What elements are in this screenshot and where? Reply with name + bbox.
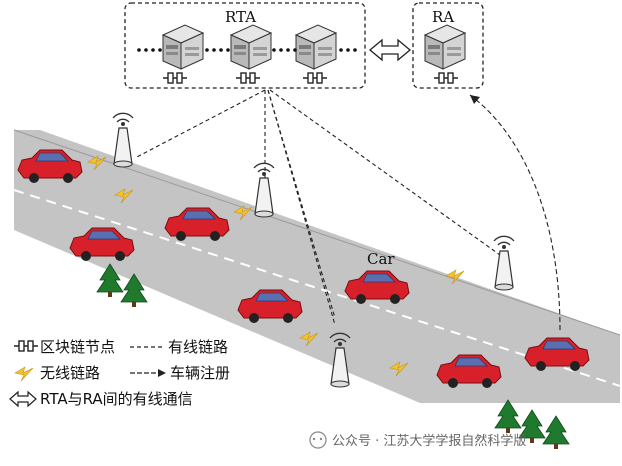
- blockchain-node-icon: [434, 73, 458, 83]
- blockchain-node-icon: [303, 73, 327, 83]
- legend-double-arrow-icon: [10, 392, 36, 406]
- watermark: 公众号 · 江苏大学学报自然科学版: [310, 432, 526, 449]
- rta-label: RTA: [225, 8, 256, 26]
- tree-icon: [543, 416, 569, 449]
- tree-icon: [495, 400, 521, 433]
- ra-server: [425, 25, 465, 69]
- ra-label: RA: [432, 8, 454, 26]
- legend-bolt-icon: [15, 367, 33, 381]
- legend-chain-icon: [14, 341, 38, 351]
- legend-wireless-link: 无线链路: [40, 364, 100, 382]
- legend: 区块链节点 有线链路 无线链路 车辆注册 RTA与RA间的有线通信: [10, 338, 230, 408]
- blockchain-node-icon: [236, 73, 260, 83]
- legend-vehicle-registration: 车辆注册: [170, 364, 230, 382]
- rta-server-3: [296, 25, 336, 69]
- rta-server-2: [231, 25, 271, 69]
- watermark-text: 公众号 · 江苏大学学报自然科学版: [332, 433, 526, 449]
- base-station-icon: [494, 236, 514, 290]
- double-arrow-icon: [370, 40, 410, 60]
- rta-server-1: [163, 25, 203, 69]
- base-station-icon: [254, 163, 274, 217]
- legend-wired-link: 有线链路: [168, 338, 228, 356]
- legend-rta-ra-wired: RTA与RA间的有线通信: [40, 390, 193, 408]
- wechat-icon: [310, 432, 326, 448]
- legend-blockchain-node: 区块链节点: [40, 338, 115, 356]
- base-station-icon: [113, 113, 133, 167]
- blockchain-node-icon: [163, 73, 187, 83]
- legend-registration-arrow-icon: [130, 369, 166, 377]
- car-label: Car: [367, 250, 395, 268]
